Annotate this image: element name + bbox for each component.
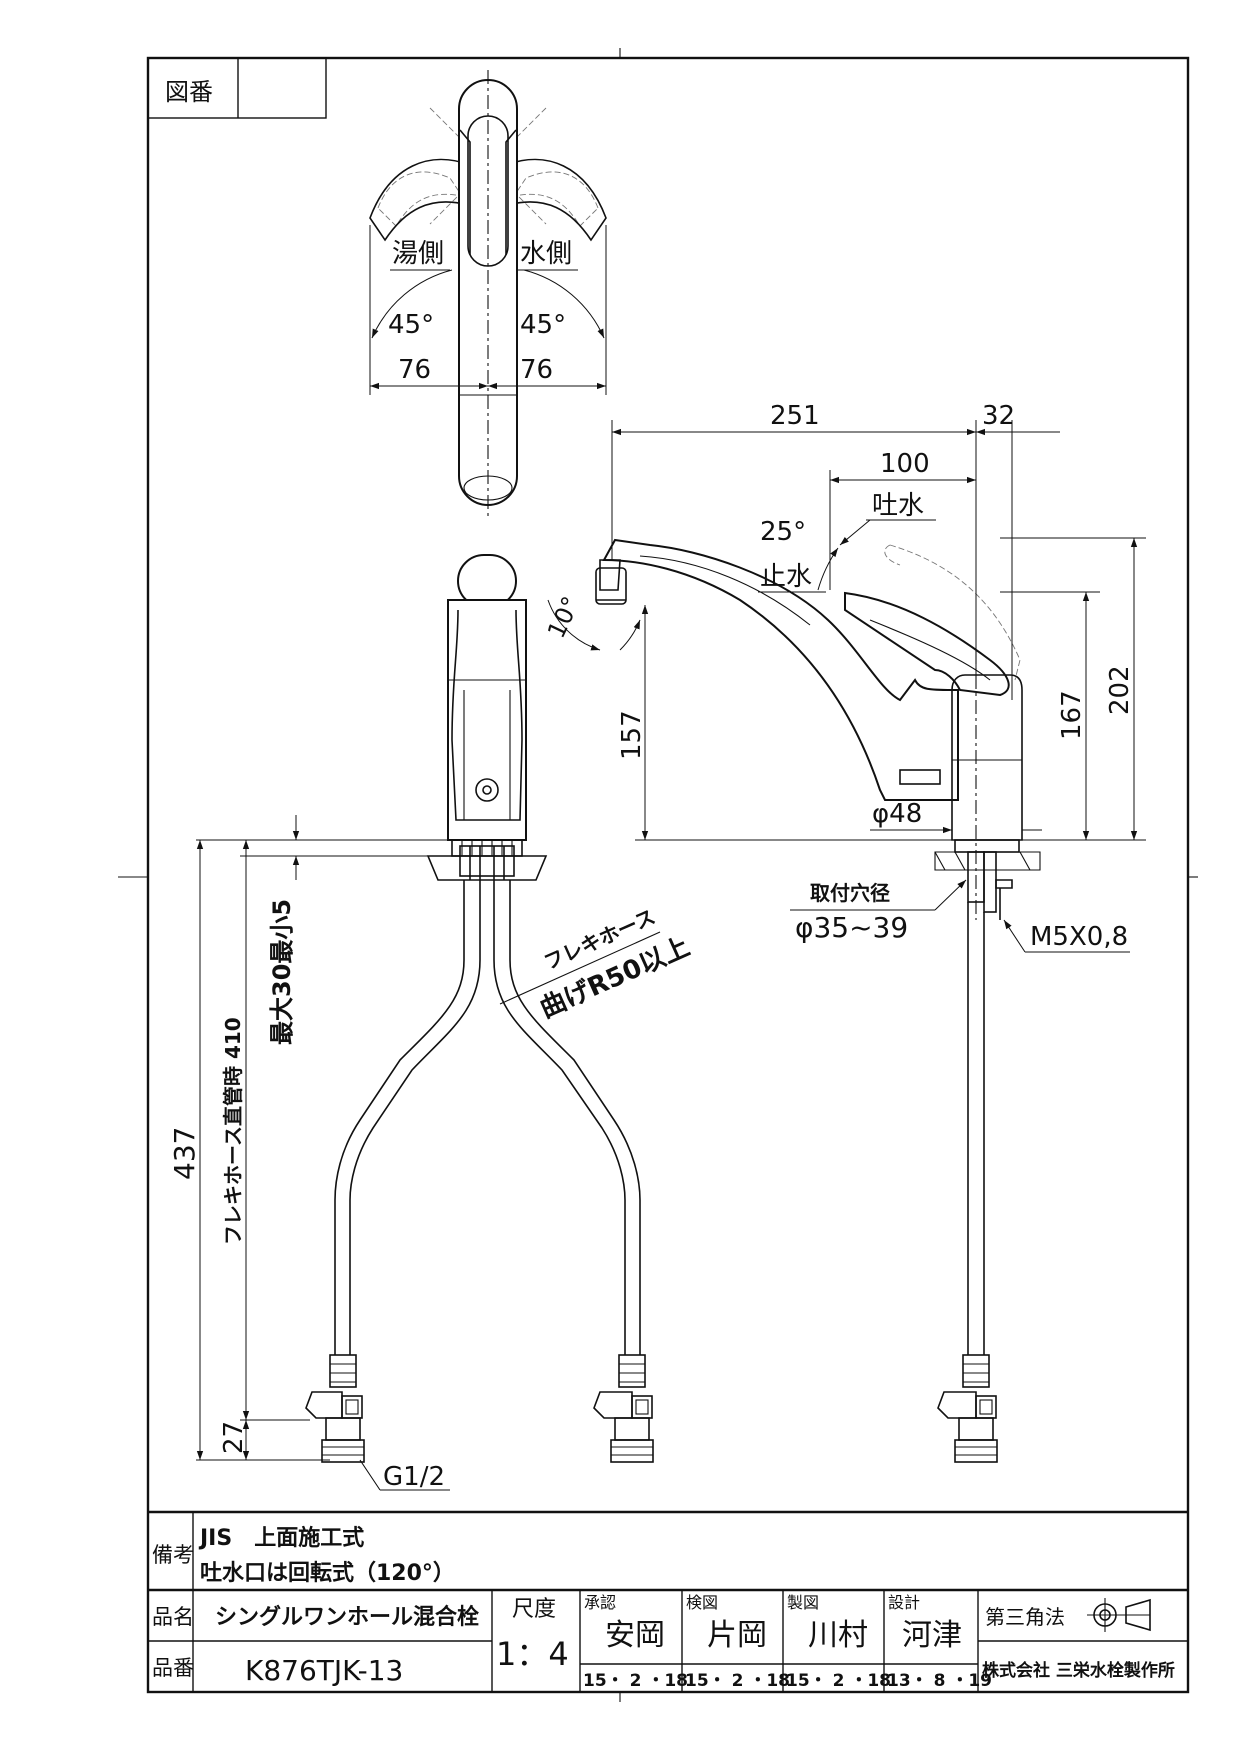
dim-32: 32 — [982, 401, 1015, 431]
approver-role-4: 設計 — [888, 1593, 920, 1612]
hinmei-label: 品名 — [152, 1605, 194, 1629]
cold-side-label: 水側 — [520, 239, 572, 269]
projection-label: 第三角法 — [985, 1605, 1065, 1629]
dim-157: 157 — [617, 710, 647, 760]
approver-role-2: 検図 — [686, 1593, 718, 1612]
water-stop-label: 止水 — [760, 562, 812, 592]
zuban-box — [147, 57, 327, 119]
dim-right-76: 76 — [520, 355, 553, 385]
angle-right-label: 45° — [520, 310, 566, 340]
approver-role-3: 製図 — [787, 1593, 819, 1612]
company-name: 株式会社 三栄水栓製作所 — [982, 1660, 1175, 1681]
hinban-label: 品番 — [152, 1656, 194, 1680]
dim-251: 251 — [770, 401, 820, 431]
dim-202: 202 — [1105, 665, 1135, 715]
dim-437: 437 — [168, 1127, 201, 1180]
angle-25-label: 25° — [760, 517, 806, 547]
scale-value: 1：4 — [496, 1635, 569, 1673]
zuban-label: 図番 — [165, 78, 213, 106]
angle-10-label: 10° — [542, 592, 585, 642]
approver-name-1: 安岡 — [605, 1618, 665, 1653]
g12-label: G1/2 — [383, 1462, 445, 1492]
hinmei-value: シングルワンホール混合栓 — [215, 1604, 479, 1630]
approver-name-2: 片岡 — [707, 1618, 767, 1653]
thread-label: M5X0,8 — [1030, 922, 1128, 952]
straight-pipe-label: フレキホース直管時 410 — [221, 1017, 245, 1245]
remarks-line-1: JIS 上面施工式 — [198, 1525, 364, 1551]
approver-date-2: 15・ 2 ・18 — [685, 1671, 790, 1691]
remarks-label: 備考 — [152, 1543, 194, 1567]
hot-side-label: 湯側 — [392, 239, 444, 269]
approver-date-3: 15・ 2 ・18 — [786, 1671, 891, 1691]
side-view — [595, 538, 1041, 1463]
remarks-line-2: 吐水口は回転式（120°） — [200, 1560, 455, 1586]
top-view — [369, 70, 607, 520]
drawing-frame — [146, 56, 1190, 1694]
dia-48-label: φ48 — [872, 799, 922, 829]
water-out-label: 吐水 — [872, 491, 924, 521]
title-block — [148, 1510, 1188, 1692]
scale-label: 尺度 — [512, 1597, 556, 1622]
mount-hole-dia: φ35~39 — [795, 911, 908, 944]
dim-left-76: 76 — [398, 355, 431, 385]
angle-left-label: 45° — [388, 310, 434, 340]
approver-name-3: 川村 — [808, 1618, 868, 1653]
approver-date-4: 13・ 8 ・19 — [887, 1671, 992, 1691]
front-view — [305, 554, 654, 1463]
approver-name-4: 河津 — [902, 1618, 962, 1653]
approver-date-1: 15・ 2 ・18 — [583, 1671, 688, 1691]
approver-role-1: 承認 — [584, 1593, 616, 1612]
dim-100: 100 — [880, 449, 930, 479]
dim-167: 167 — [1057, 690, 1087, 740]
dim-27: 27 — [219, 1421, 249, 1454]
hinban-value: K876TJK-13 — [245, 1654, 403, 1687]
max-thickness-label: 最大30最小5 — [268, 899, 296, 1045]
mount-hole-label: 取付穴径 — [810, 881, 890, 905]
